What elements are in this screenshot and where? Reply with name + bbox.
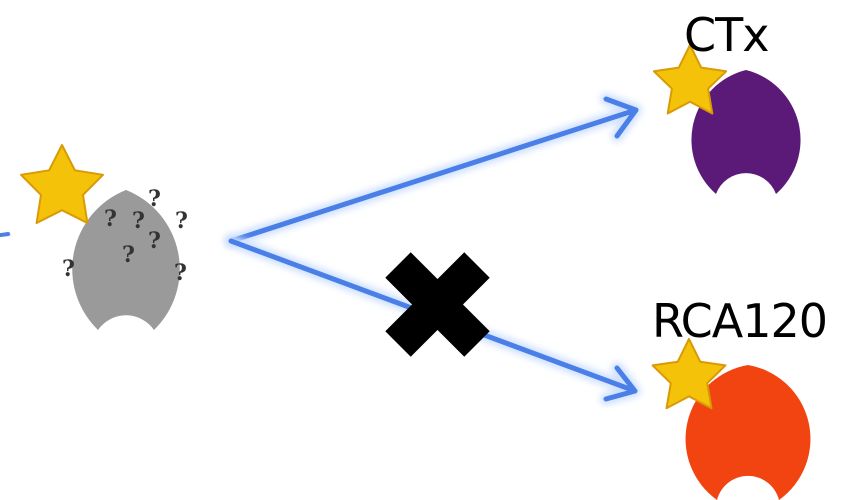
question-mark: ? — [148, 186, 161, 212]
question-mark: ? — [148, 228, 161, 254]
star-icon — [652, 44, 728, 115]
arrow-to-ctx — [225, 93, 642, 247]
question-mark: ? — [104, 206, 117, 232]
question-mark: ? — [175, 208, 188, 234]
ctx-cell — [691, 70, 801, 194]
question-mark: ? — [174, 260, 187, 286]
incoming-arrow-stub — [0, 229, 13, 241]
ctx-label: CTx — [684, 8, 769, 62]
rca120-cell — [685, 365, 811, 500]
question-mark: ? — [132, 208, 145, 234]
question-mark: ? — [122, 242, 135, 268]
unknown-cell: ? ? ? ? ? ? ? ? — [62, 186, 188, 330]
star-icon — [20, 144, 104, 224]
blocked-cross-icon — [385, 252, 490, 357]
question-mark: ? — [62, 256, 75, 282]
question-marks: ? ? ? ? ? ? ? ? — [62, 186, 188, 286]
star-icon — [651, 338, 727, 410]
rca120-label: RCA120 — [652, 294, 828, 348]
